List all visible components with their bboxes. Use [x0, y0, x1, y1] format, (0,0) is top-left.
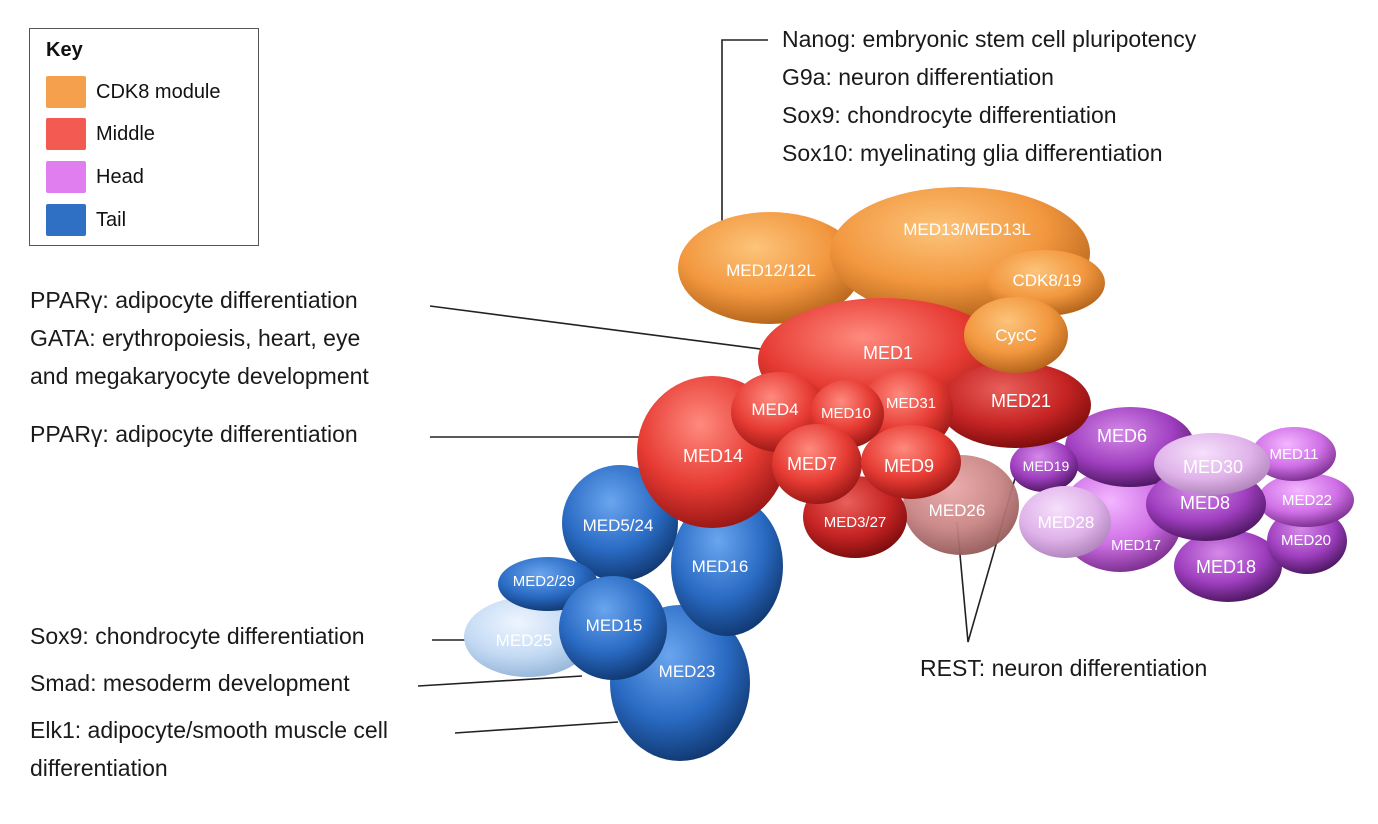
label-med20: MED20 — [1281, 532, 1331, 549]
subunit-med11 — [1252, 427, 1336, 481]
label-med2-29: MED2/29 — [513, 573, 576, 590]
subunit-med28 — [1019, 486, 1111, 558]
subunit-med9 — [861, 425, 961, 499]
legend-item-cdk8: CDK8 module — [46, 75, 221, 109]
label-med17: MED17 — [1111, 537, 1161, 554]
legend-swatch-cdk8 — [46, 76, 86, 108]
leader-line-med23 — [454, 721, 619, 734]
subunit-med15 — [559, 576, 667, 680]
label-med8: MED8 — [1180, 493, 1230, 513]
annotation-line: Elk1: adipocyte/smooth muscle cell — [30, 717, 388, 743]
head-module — [1010, 407, 1354, 602]
annotation-med23: Elk1: adipocyte/smooth muscle cell diffe… — [30, 711, 388, 787]
subunit-cycc — [964, 297, 1068, 373]
subunit-med25 — [464, 597, 592, 677]
annotation-med14: PPARγ: adipocyte differentiation — [30, 415, 358, 453]
annotation-med25: Sox9: chondrocyte differentiation — [30, 617, 365, 655]
leader-line-med15 — [417, 675, 583, 687]
label-med5-24: MED5/24 — [583, 516, 654, 535]
annotation-line: GATA: erythropoiesis, heart, eye — [30, 325, 361, 351]
annotation-line: differentiation — [30, 755, 168, 781]
cdk8-module-small — [964, 250, 1105, 373]
label-med14: MED14 — [683, 446, 743, 466]
label-cdk8-19: CDK8/19 — [1013, 271, 1082, 290]
label-med13-med13l: MED13/MED13L — [903, 220, 1031, 239]
legend-title: Key — [46, 39, 83, 61]
annotation-cdk8: Nanog: embryonic stem cell pluripotency … — [782, 20, 1196, 172]
subunit-med5-24 — [562, 465, 678, 581]
label-med7: MED7 — [787, 454, 837, 474]
annotation-line: Sox9: chondrocyte differentiation — [30, 623, 365, 649]
label-med3-27: MED3/27 — [824, 514, 887, 531]
subunit-med22 — [1258, 473, 1354, 527]
middle-module — [637, 298, 1091, 558]
legend-label-middle: Middle — [96, 122, 155, 145]
label-med21: MED21 — [991, 391, 1051, 411]
annotation-med15: Smad: mesoderm development — [30, 664, 350, 702]
subunit-med7 — [772, 424, 862, 504]
label-med28: MED28 — [1038, 513, 1095, 532]
label-cycc: CycC — [995, 326, 1037, 345]
annotation-line: G9a: neuron differentiation — [782, 64, 1054, 90]
label-med1: MED1 — [863, 343, 913, 363]
annotation-line: PPARγ: adipocyte differentiation — [30, 287, 358, 313]
subunit-med16 — [671, 496, 783, 636]
label-med25: MED25 — [496, 631, 553, 650]
annotation-line: Smad: mesoderm development — [30, 670, 350, 696]
annotation-line: Nanog: embryonic stem cell pluripotency — [782, 26, 1197, 52]
legend-swatch-middle — [46, 118, 86, 150]
annotation-line: Sox9: chondrocyte differentiation — [782, 102, 1117, 128]
annotation-med19-med26: REST: neuron differentiation — [920, 649, 1207, 687]
label-med22: MED22 — [1282, 492, 1332, 509]
tail-module — [464, 465, 783, 761]
legend-swatch-head — [46, 161, 86, 193]
label-med4: MED4 — [751, 400, 798, 419]
legend-key: Key CDK8 module Middle Head Tail — [29, 28, 259, 246]
subunit-med21 — [939, 362, 1091, 448]
subunit-med12-12l — [678, 212, 862, 324]
label-med31: MED31 — [886, 395, 936, 412]
label-med16: MED16 — [692, 557, 749, 576]
label-med9: MED9 — [884, 456, 934, 476]
annotation-line: PPARγ: adipocyte differentiation — [30, 421, 358, 447]
leader-line-cdk8 — [721, 39, 768, 238]
legend-label-tail: Tail — [96, 208, 127, 231]
subunit-med30 — [1154, 433, 1270, 495]
label-med6: MED6 — [1097, 426, 1147, 446]
label-med11: MED11 — [1270, 446, 1319, 463]
label-med30: MED30 — [1183, 457, 1243, 477]
legend-label-head: Head — [96, 165, 144, 188]
annotation-line: Sox10: myelinating glia differentiation — [782, 140, 1163, 166]
label-med18: MED18 — [1196, 557, 1256, 577]
label-med12-12l: MED12/12L — [726, 261, 816, 280]
legend-item-head: Head — [46, 160, 144, 194]
legend-swatch-tail — [46, 204, 86, 236]
label-med26: MED26 — [929, 501, 986, 520]
leader-line-med1 — [429, 305, 769, 351]
annotation-line: REST: neuron differentiation — [920, 655, 1208, 681]
annotation-line: and megakaryocyte development — [30, 363, 369, 389]
label-med23: MED23 — [659, 662, 716, 681]
legend-item-middle: Middle — [46, 117, 155, 151]
legend-item-tail: Tail — [46, 203, 126, 237]
label-med10: MED10 — [821, 405, 871, 422]
subunit-labels: MED13/MED13L MED12/12L CDK8/19 CycC MED1… — [496, 220, 1332, 681]
label-med15: MED15 — [586, 616, 643, 635]
legend-label-cdk8: CDK8 module — [96, 80, 221, 103]
subunit-med18 — [1174, 530, 1282, 602]
subunit-med19 — [1010, 440, 1078, 492]
annotation-med1: PPARγ: adipocyte differentiation GATA: e… — [30, 281, 369, 395]
label-med19: MED19 — [1023, 458, 1070, 474]
leader-lines — [417, 39, 1019, 734]
